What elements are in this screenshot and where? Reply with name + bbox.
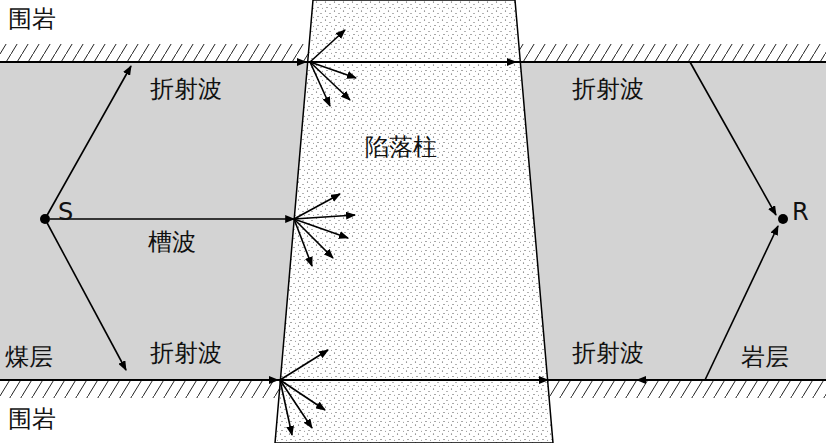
- edge-label: 槽波: [148, 229, 196, 255]
- node-label: 岩层: [741, 344, 789, 370]
- point-dot: [40, 214, 50, 224]
- floor-boundary: [0, 379, 826, 381]
- channel-wave-arrow: [50, 218, 294, 220]
- surrounding-rock-label: 围岩: [8, 6, 56, 32]
- refracted-wave-label: 折射波: [572, 340, 644, 366]
- refracted-wave-label: 折射波: [572, 76, 644, 102]
- coal-seam-region: 煤层 S: [0, 62, 292, 380]
- node-label: 陷落柱: [365, 134, 437, 160]
- point-dot: [778, 214, 788, 224]
- ray-paths: [45, 30, 778, 435]
- node-label: R: [792, 199, 809, 225]
- receiver-point: R: [778, 214, 788, 224]
- surrounding-rock-label: 围岩: [8, 406, 56, 432]
- ray-arrowhead: [636, 376, 646, 384]
- refracted-wave-label: 折射波: [150, 76, 222, 102]
- rock-region: 岩层 R: [555, 62, 826, 380]
- source-point: S: [40, 214, 50, 224]
- refracted-wave-label: 折射波: [150, 340, 222, 366]
- collapse-column: [275, 0, 553, 443]
- collapse-column: 陷落柱: [275, 0, 553, 443]
- node-label: S: [58, 199, 73, 225]
- node-label: 煤层: [5, 344, 53, 370]
- collapse-column-stipple: [275, 0, 553, 443]
- roof-boundary: [0, 61, 826, 63]
